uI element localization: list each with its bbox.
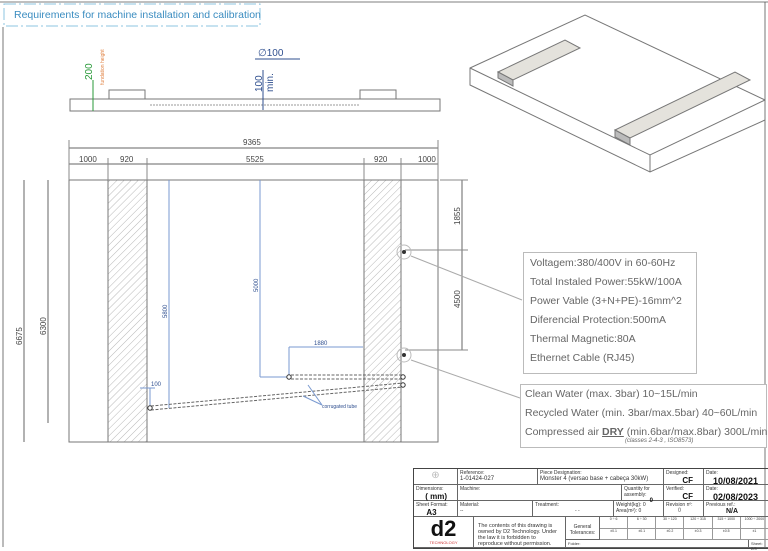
diameter-value: ∅100 bbox=[258, 48, 284, 59]
tolerance-value: ±0.5 bbox=[712, 528, 741, 540]
tolerance-value: ±0.1 bbox=[600, 528, 629, 540]
dim-1880: 1880 bbox=[314, 341, 328, 347]
air-label: Compressed air bbox=[525, 426, 603, 438]
machine-cell: Machine: bbox=[458, 485, 622, 501]
min-label: min. bbox=[265, 73, 276, 92]
dim-w4: 920 bbox=[374, 155, 388, 164]
tolerance-range: 1000 ÷ 2000 bbox=[740, 517, 768, 529]
dim-w5: 1000 bbox=[418, 155, 436, 164]
quantity-cell: Quantity for assembly:0 bbox=[622, 485, 664, 504]
dim-right-top: 1855 bbox=[453, 207, 462, 225]
dry-label: DRY bbox=[602, 426, 624, 438]
dim-5000: 5000 bbox=[254, 278, 260, 292]
fluid-requirements: Clean Water (max. 3bar) 10~15L/min Recyc… bbox=[520, 384, 767, 448]
verified-cell: Verified:CF bbox=[664, 485, 704, 501]
title-block: ⊕ Reference:1-01424-027 Piece Designatio… bbox=[413, 468, 768, 551]
dim-w1: 1000 bbox=[79, 155, 97, 164]
thermal-spec: Thermal Magnetic:80A bbox=[530, 333, 636, 345]
clean-water-spec: Clean Water (max. 3bar) 10~15L/min bbox=[525, 388, 698, 400]
cable-spec: Power Vable (3+N+PE)-16mm^2 bbox=[530, 295, 682, 307]
ethernet-spec: Ethernet Cable (RJ45) bbox=[530, 352, 635, 364]
projection-icon: ⊕ bbox=[414, 469, 458, 485]
designed-cell: Designed:CF bbox=[664, 469, 704, 485]
height-min-value: 100 bbox=[254, 75, 265, 92]
title-frame bbox=[3, 3, 261, 27]
electrical-requirements: Voltagem:380/400V in 60-60Hz Total Insta… bbox=[523, 252, 697, 374]
tolerance-value: ±0.2 bbox=[656, 528, 685, 540]
tolerance-range: 30 ÷ 120 bbox=[656, 517, 685, 529]
corrugated-tube-label: corrugated tube bbox=[322, 404, 357, 410]
dim-total-width: 9365 bbox=[243, 138, 261, 147]
power-spec: Total Instaled Power:55kW/100A bbox=[530, 276, 682, 288]
foundation-height-value: 200 bbox=[84, 63, 95, 80]
page-title: Requirements for machine installation an… bbox=[14, 9, 261, 21]
dim-w2: 920 bbox=[120, 155, 134, 164]
foundation-height-label: fundation height bbox=[100, 49, 106, 85]
dim-100: 100 bbox=[151, 382, 162, 388]
recycled-water-spec: Recycled Water (min. 3bar/max.5bar) 40~6… bbox=[525, 407, 758, 419]
tolerance-range: 0 ÷ 6 bbox=[600, 517, 629, 529]
material-cell: Material:-- bbox=[458, 501, 533, 517]
tolerance-value: ±1 bbox=[740, 528, 768, 540]
air-pressure: (min.6bar/max.8bar) 300L/min bbox=[623, 426, 768, 438]
tolerance-range: 315 ÷ 1000 bbox=[712, 517, 741, 529]
ownership-notice: The contents of this drawing is owned by… bbox=[474, 517, 566, 548]
dimensions-cell: Dimensions:( mm) bbox=[414, 485, 458, 501]
air-spec: Compressed air DRY (min.6bar/max.8bar) 3… bbox=[525, 426, 767, 438]
previous-cell: Previous ref.:N/A bbox=[704, 501, 768, 517]
air-note: (classes 2-4-3 , ISO8573) bbox=[625, 438, 694, 444]
revision-cell: Revision nº:0 bbox=[664, 501, 704, 517]
elevation-view: 200 fundation height 100 min. ∅100 bbox=[69, 48, 441, 112]
isometric-view bbox=[469, 14, 766, 173]
tolerance-value: ±0.1 bbox=[628, 528, 657, 540]
tolerances-label: General Tolerances: bbox=[566, 517, 600, 540]
reference-cell: Reference:1-01424-027 bbox=[458, 469, 538, 485]
voltage-spec: Voltagem:380/400V in 60-60Hz bbox=[530, 257, 676, 269]
tolerance-value: ±0.3 bbox=[684, 528, 713, 540]
dim-5800: 5800 bbox=[163, 304, 169, 318]
dim-left-inner: 6300 bbox=[39, 317, 48, 335]
designation-cell: Piece Designation:Monster 4 (versao base… bbox=[538, 469, 664, 485]
tolerance-range: 120 ÷ 315 bbox=[684, 517, 713, 529]
differential-spec: Diferencial Protection:500mA bbox=[530, 314, 666, 326]
date2-cell: Date:02/08/2023 bbox=[704, 485, 768, 502]
dim-w3: 5525 bbox=[246, 155, 264, 164]
plan-view: 9365 1000 920 5525 920 1000 1855 4500 66… bbox=[15, 138, 523, 443]
treatment-cell: Treatment:- - bbox=[533, 501, 614, 517]
dim-left-outer: 6675 bbox=[15, 327, 24, 345]
date1-cell: Date:10/08/2021 bbox=[704, 469, 768, 486]
tolerance-range: 6 ÷ 30 bbox=[628, 517, 657, 529]
dim-right-mid: 4500 bbox=[453, 290, 462, 308]
sheet-format-cell: Sheet Format:A3 bbox=[414, 501, 458, 517]
